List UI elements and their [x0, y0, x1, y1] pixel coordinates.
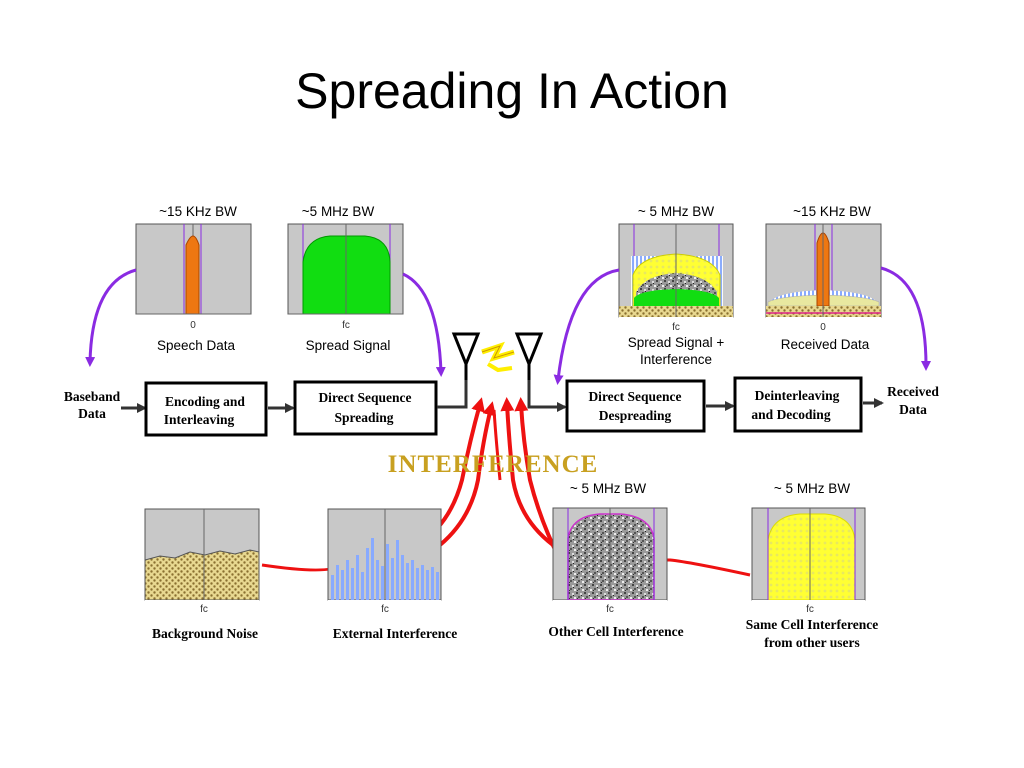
same-cell-caption-1: Same Cell Interference — [746, 617, 878, 632]
other-cell-tick: fc — [606, 604, 614, 615]
panel-background-noise: fc Background Noise — [144, 508, 260, 641]
purple-arrow-received-to-output — [880, 266, 931, 371]
dsd-text-1: Direct Sequence — [588, 389, 681, 404]
dsd-text-2: Despreading — [599, 408, 672, 423]
external-tick: fc — [381, 604, 389, 615]
red-arrow-center — [492, 409, 502, 481]
interference-label: INTERFERENCE — [388, 451, 599, 478]
background-tick: fc — [200, 604, 208, 615]
slide-title: Spreading In Action — [295, 63, 729, 119]
panel-spread-signal: ~5 MHz BW fc Spread Signal — [287, 204, 404, 353]
dss-text-2: Spreading — [334, 410, 393, 425]
red-arrow-same-cell — [514, 397, 562, 561]
panel-same-cell-interference: ~ 5 MHz BW fc Same Cell Interference fro… — [746, 481, 878, 650]
received-caption: Received Data — [781, 337, 870, 352]
external-caption: External Interference — [333, 626, 458, 641]
panel-received-data: ~15 KHz BW 0 Received Data — [765, 204, 882, 352]
speech-bw-label: ~15 KHz BW — [159, 204, 237, 219]
box-encoding-interleaving: Encoding and Interleaving — [144, 381, 268, 437]
panel-external-interference: fc External Interference — [327, 508, 458, 641]
spread-interf-bw-label: ~ 5 MHz BW — [638, 204, 714, 219]
radio-link-bolt-icon — [481, 341, 515, 373]
other-cell-bw-label: ~ 5 MHz BW — [570, 481, 646, 496]
panel-spread-interference: ~ 5 MHz BW fc Spread Signal + Interferen… — [618, 204, 734, 367]
baseband-label-1: Baseband — [64, 389, 121, 404]
red-arrow-other-cell — [500, 397, 555, 547]
line-from-rx-antenna — [527, 380, 567, 412]
spread-interf-tick: fc — [672, 322, 680, 333]
deint-text-1: Deinterleaving — [755, 388, 840, 403]
same-cell-tick: fc — [806, 604, 814, 615]
speech-signal-peak — [185, 235, 200, 315]
box-direct-sequence-despreading: Direct Sequence Despreading — [565, 379, 706, 433]
speech-caption: Speech Data — [157, 338, 236, 353]
same-cell-bw-label: ~ 5 MHz BW — [774, 481, 850, 496]
spread-interf-caption-2: Interference — [640, 352, 712, 367]
purple-arrow-spread-to-antenna — [402, 272, 446, 377]
box-deinterleaving-decoding: Deinterleaving and Decoding — [733, 376, 863, 433]
background-caption: Background Noise — [152, 626, 258, 641]
baseband-label-2: Data — [78, 406, 106, 421]
spread-bw-label: ~5 MHz BW — [302, 204, 375, 219]
encoding-text-1: Encoding and — [165, 394, 245, 409]
spread-caption: Spread Signal — [306, 338, 391, 353]
purple-arrow-speech-to-baseband — [85, 268, 137, 367]
purple-arrow-interf-to-despread — [553, 268, 620, 385]
received-tick: 0 — [820, 322, 826, 333]
box-direct-sequence-spreading: Direct Sequence Spreading — [293, 380, 438, 436]
panel-speech-data: ~15 KHz BW 0 Speech Data — [135, 204, 252, 353]
spread-interf-caption-1: Spread Signal + — [628, 335, 725, 350]
tx-antenna-icon — [451, 332, 481, 380]
speech-tick: 0 — [190, 320, 196, 331]
red-line-samecell-to-othercell — [652, 558, 751, 577]
dss-text-1: Direct Sequence — [318, 390, 411, 405]
received-output-label-1: Received — [887, 384, 939, 399]
deint-text-2: and Decoding — [751, 407, 830, 422]
other-cell-caption: Other Cell Interference — [548, 624, 683, 639]
panel-other-cell-interference: ~ 5 MHz BW fc Other Cell Interference — [548, 481, 683, 639]
received-bw-label: ~15 KHz BW — [793, 204, 871, 219]
spread-tick: fc — [342, 320, 350, 331]
rx-antenna-icon — [514, 332, 544, 380]
received-output-label-2: Data — [899, 402, 927, 417]
same-cell-caption-2: from other users — [764, 635, 859, 650]
encoding-text-2: Interleaving — [164, 412, 235, 427]
red-arrow-external — [438, 401, 497, 547]
